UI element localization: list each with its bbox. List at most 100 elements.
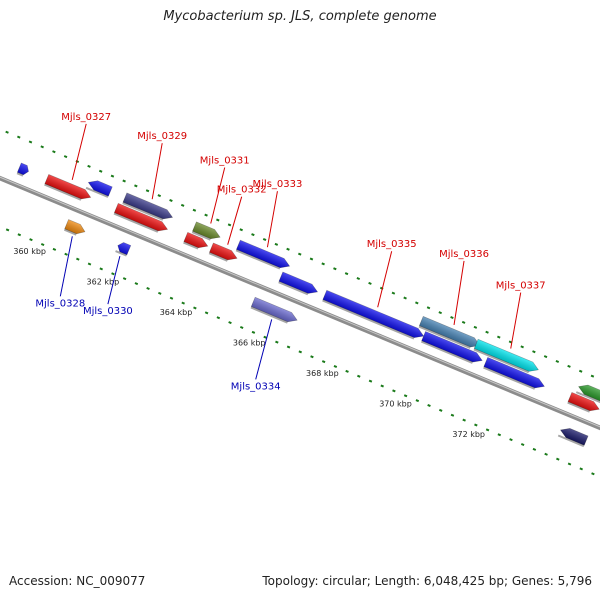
gene-label[interactable]: Mjls_0335: [367, 239, 417, 250]
guide-dot: [192, 208, 197, 212]
gene-arrow-edge: [183, 241, 199, 250]
gene-arrow-edge: [16, 172, 24, 177]
gene-arrow-shade: [251, 297, 298, 322]
gene-g-h[interactable]: [567, 392, 600, 415]
guide-dot: [122, 277, 127, 281]
gene-mjls_0328[interactable]: [63, 219, 87, 239]
guide-dot: [251, 330, 256, 334]
gene-arrow-shade: [123, 192, 173, 219]
guide-dot: [52, 150, 56, 154]
guide-dot: [380, 384, 384, 388]
guide-dot: [122, 179, 126, 183]
gene-label[interactable]: Mjls_0329: [137, 131, 187, 142]
guide-dot: [286, 247, 290, 251]
guide-dot: [532, 350, 536, 354]
guide-dot: [567, 462, 572, 466]
guide-dot: [169, 296, 174, 300]
gene-label[interactable]: Mjls_0337: [496, 281, 546, 292]
guide-dot: [321, 360, 326, 364]
gene-arrow-edge: [473, 348, 530, 374]
gene-label[interactable]: Mjls_0327: [61, 112, 111, 123]
gene-label[interactable]: Mjls_0332: [217, 185, 267, 196]
guide-dot: [345, 369, 349, 373]
gene-g-f[interactable]: [420, 331, 484, 366]
gene-g-b[interactable]: [85, 178, 113, 198]
gene-labels: Mjls_0327Mjls_0328Mjls_0329Mjls_0330Mjls…: [35, 112, 545, 392]
guide-dot: [321, 262, 325, 266]
gene-arrow-shade: [560, 428, 589, 446]
gene-mjls_0329[interactable]: [122, 192, 174, 224]
gene-arrow-shade: [88, 180, 113, 197]
guide-dot: [87, 164, 91, 168]
guide-dot: [555, 359, 560, 363]
gene-mjls_0337[interactable]: [473, 338, 540, 376]
label-leader: [453, 260, 465, 326]
gene-arrow-edge: [278, 281, 309, 296]
gene-arrow-edge: [483, 366, 536, 390]
guide-dot: [391, 291, 396, 295]
guide-dot: [157, 291, 162, 295]
guide-dot: [274, 242, 279, 246]
gene-g-g[interactable]: [483, 356, 546, 392]
label-leader: [510, 292, 522, 349]
tick-label: 362 kbp: [87, 278, 120, 287]
label-leader: [255, 319, 273, 380]
gene-mjls_0332[interactable]: [208, 242, 239, 265]
gene-mjls_0333[interactable]: [235, 239, 292, 272]
gene-arrow-edge: [85, 186, 109, 198]
guide-dot: [193, 306, 197, 310]
guide-dot: [450, 316, 454, 320]
gene-mjls_0334[interactable]: [250, 296, 300, 326]
guide-dot: [497, 335, 501, 339]
guide-dot: [403, 394, 408, 398]
gene-mjls_0327[interactable]: [44, 174, 93, 203]
guide-dot: [134, 282, 139, 286]
guide-dot: [110, 174, 115, 178]
gene-mjls_0335[interactable]: [322, 289, 425, 342]
gene-arrow-edge: [113, 212, 159, 233]
gene-features[interactable]: [16, 162, 600, 448]
guide-dot: [485, 330, 489, 334]
gene-label[interactable]: Mjls_0328: [35, 298, 85, 309]
guide-dot: [333, 267, 337, 271]
guide-dot: [98, 169, 103, 173]
guide-dot: [40, 145, 44, 149]
label-leader: [151, 143, 163, 200]
gene-label[interactable]: Mjls_0330: [83, 306, 133, 317]
gene-g-c[interactable]: [113, 203, 170, 235]
gene-label[interactable]: Mjls_0334: [231, 381, 281, 392]
guide-dot: [275, 340, 279, 344]
guide-dot: [40, 243, 45, 247]
gene-g-i[interactable]: [575, 382, 600, 404]
gene-arrow-shade: [192, 221, 221, 239]
gene-g-d[interactable]: [183, 231, 210, 252]
gene-g-j[interactable]: [557, 425, 589, 448]
guide-dot: [309, 257, 314, 261]
gene-mjls_0336[interactable]: [418, 316, 482, 351]
guide-dot: [520, 345, 524, 349]
gene-arrow-edge: [191, 231, 211, 241]
gene-g-e[interactable]: [278, 271, 319, 298]
accession-label: Accession: NC_009077: [9, 574, 146, 588]
gene-mjls_0330[interactable]: [115, 241, 132, 257]
gene-arrow-edge: [122, 202, 164, 221]
guide-dot: [298, 350, 303, 354]
gene-label[interactable]: Mjls_0336: [439, 249, 489, 260]
label-leader: [227, 196, 243, 245]
guide-dot: [543, 355, 548, 359]
guide-dot: [64, 252, 68, 256]
genome-backbone: [0, 175, 600, 431]
gene-arrow-shade: [114, 203, 168, 231]
gene-label[interactable]: Mjls_0333: [253, 179, 303, 190]
gene-g-a[interactable]: [16, 162, 31, 178]
gene-label[interactable]: Mjls_0331: [200, 156, 250, 167]
guide-dot: [438, 311, 443, 315]
gene-arrow-shade: [209, 243, 238, 260]
guide-dot: [427, 404, 431, 408]
gene-arrow-shade: [279, 272, 318, 294]
guide-dot: [28, 140, 33, 144]
gene-mjls_0331[interactable]: [191, 221, 222, 244]
guide-dot: [497, 433, 502, 437]
